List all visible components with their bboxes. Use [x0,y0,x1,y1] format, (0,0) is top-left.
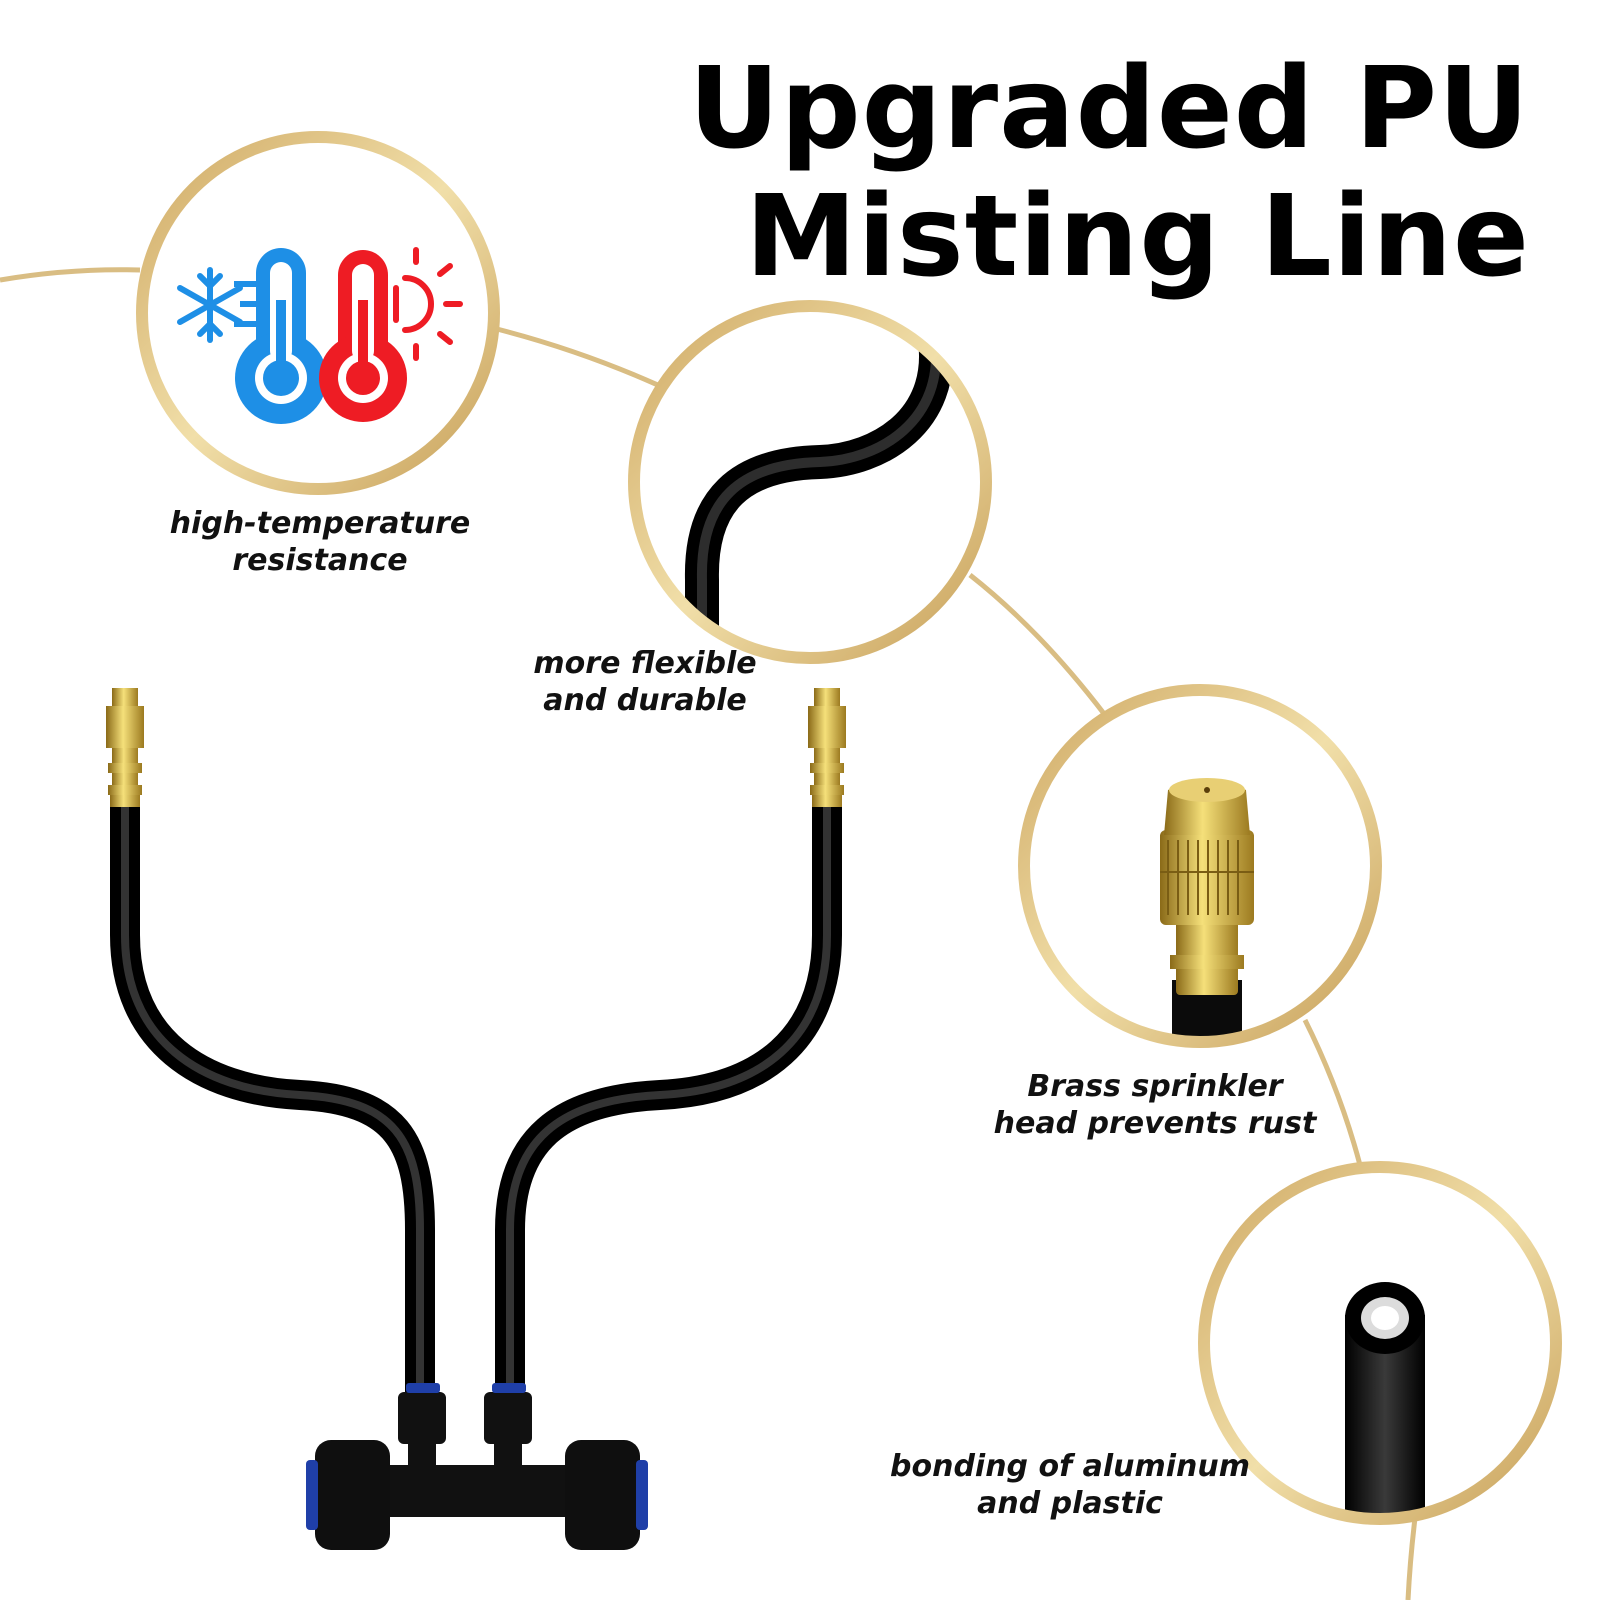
caption-brass: Brass sprinkler head prevents rust [975,1068,1335,1142]
caption-brass-line-2: head prevents rust [993,1106,1317,1141]
page-title: Upgraded PU Misting Line [630,45,1530,301]
title-line-2: Misting Line [745,172,1530,302]
caption-temperature-line-1: high-temperature [169,506,471,541]
feature-circle-flexible [628,300,992,664]
caption-tube-line-1: bonding of aluminum [890,1449,1250,1484]
sun-icon [393,247,463,361]
caption-flexible: more flexible and durable [500,645,790,719]
caption-temperature-line-2: resistance [232,543,408,578]
caption-tube: bonding of aluminum and plastic [870,1448,1270,1522]
caption-temperature: high-temperature resistance [150,505,490,579]
left-brass-nozzle-icon [106,688,144,807]
hot-thermometer-icon [319,250,407,422]
title-line-1: Upgraded PU [688,44,1530,174]
right-brass-nozzle-icon [808,688,846,807]
feature-circle-tube [1198,1161,1562,1525]
snowflake-icon [177,267,243,343]
cold-thermometer-icon [234,248,327,424]
feature-circle-temperature [136,131,500,495]
misting-line-product [106,688,846,1550]
caption-tube-line-2: and plastic [977,1486,1163,1521]
tee-connector-icon [306,1383,648,1550]
caption-flexible-line-1: more flexible [533,646,757,681]
connector-lines [0,267,1418,1600]
caption-flexible-line-2: and durable [543,683,747,718]
feature-circle-brass-nozzle [1018,684,1382,1048]
caption-brass-line-1: Brass sprinkler [1027,1069,1283,1104]
